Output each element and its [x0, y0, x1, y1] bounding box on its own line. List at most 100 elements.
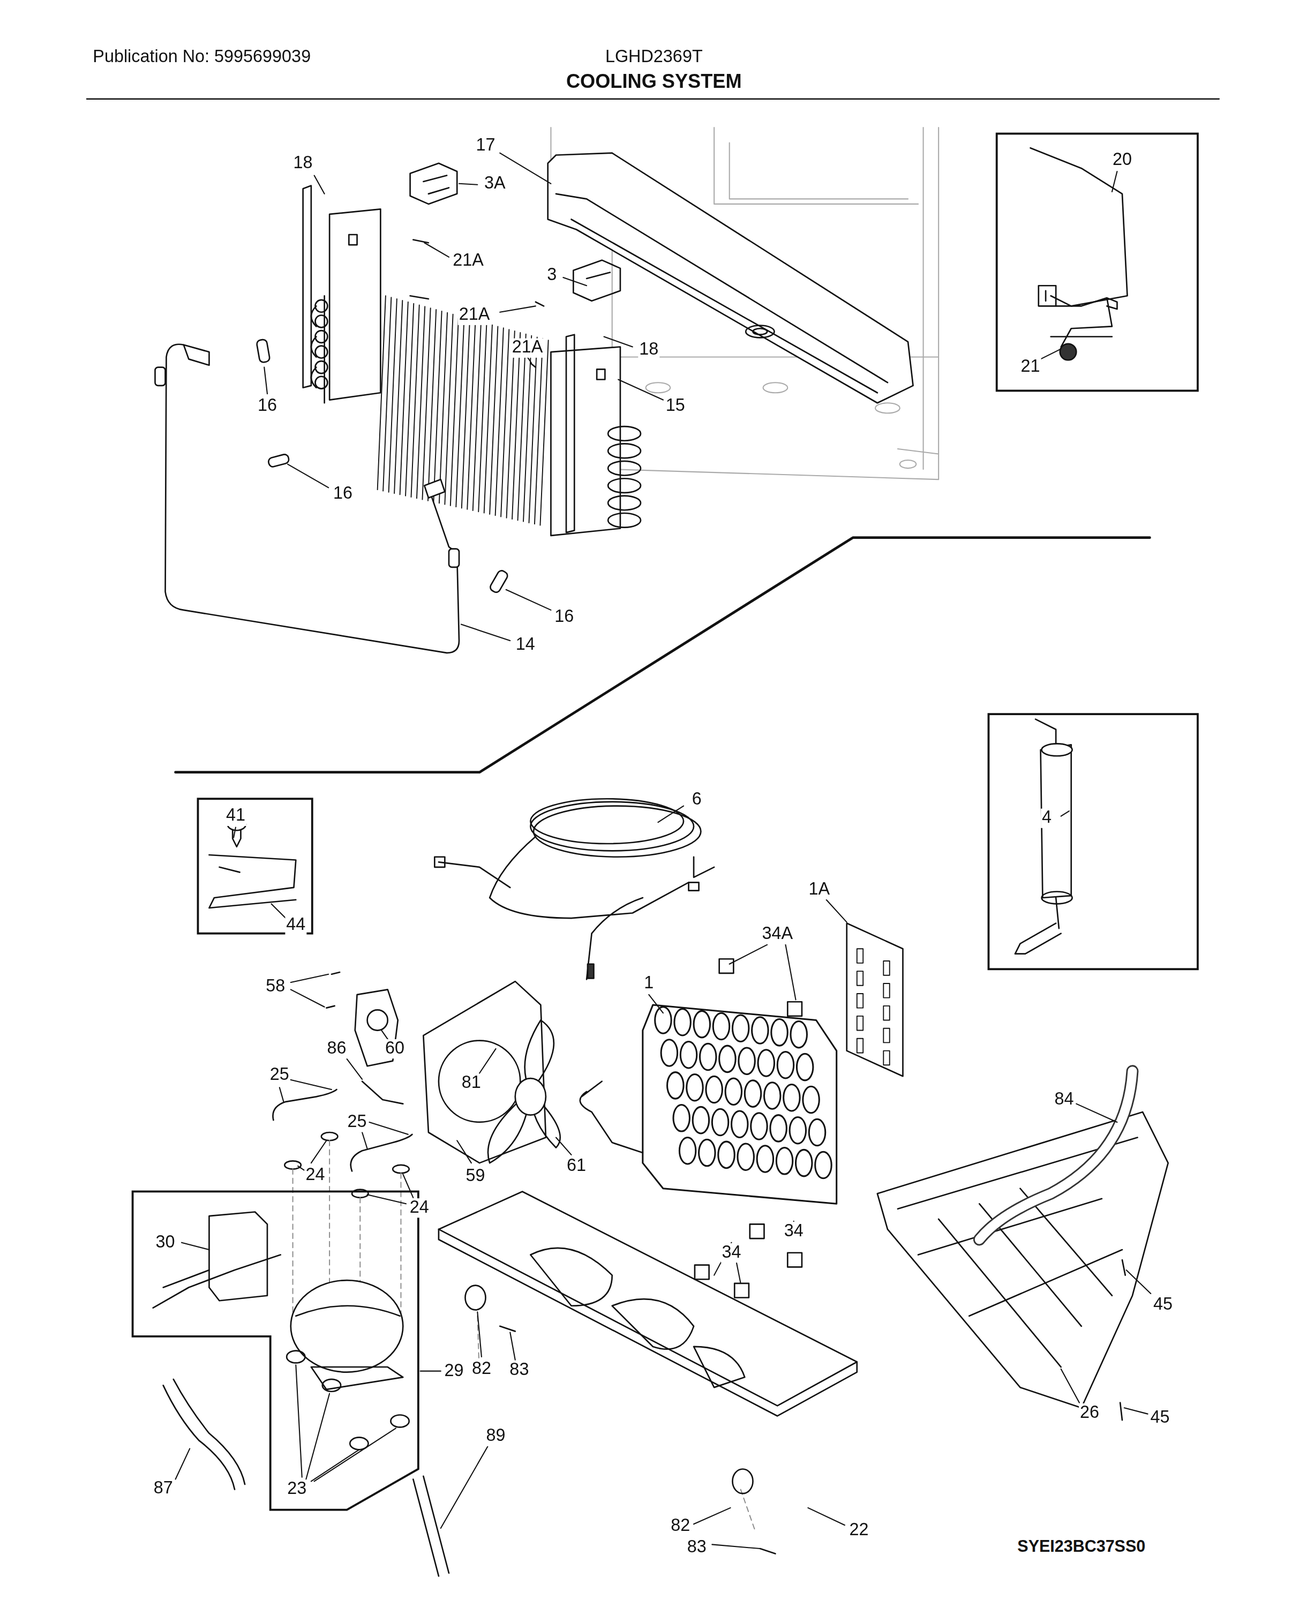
- condenser-loop: [699, 1043, 716, 1071]
- condenser-outline: [642, 1004, 837, 1204]
- callout-number: 83: [508, 1360, 530, 1380]
- callout-number: 3: [545, 265, 558, 285]
- leader-line: [1061, 1369, 1080, 1403]
- callout-number: 83: [686, 1537, 708, 1558]
- condenser-loop: [790, 1020, 807, 1048]
- leader-line: [287, 464, 329, 488]
- condenser-loop: [789, 1116, 806, 1144]
- callout-number: 25: [268, 1065, 291, 1086]
- inset-border: [996, 133, 1198, 391]
- plate-slot: [857, 993, 863, 1009]
- condenser-loop: [751, 1113, 768, 1140]
- condenser-loop: [796, 1149, 813, 1177]
- plate-slot: [883, 1050, 890, 1066]
- callout-number: 15: [664, 396, 687, 416]
- callout-number: 16: [553, 607, 575, 627]
- condenser-loop: [763, 1082, 780, 1110]
- callout-number: 30: [154, 1233, 177, 1253]
- condenser-loop: [796, 1053, 813, 1081]
- callout-number: 20: [1111, 150, 1133, 170]
- leader-line: [618, 379, 664, 400]
- callout-number: 29: [443, 1361, 465, 1381]
- callout-number: 21A: [457, 305, 491, 326]
- leader-line: [527, 357, 532, 364]
- condenser-loop: [776, 1147, 793, 1175]
- leader-line: [1040, 348, 1062, 359]
- header-text: Publication No: 5995699039: [91, 47, 312, 67]
- condenser-loop: [737, 1143, 754, 1171]
- leader-line: [826, 899, 847, 923]
- condenser-loop: [777, 1052, 794, 1079]
- inset-outline: [995, 132, 1199, 393]
- leader-line: [369, 1122, 408, 1135]
- evaporator-coil: [607, 496, 641, 511]
- leader-line: [290, 974, 329, 983]
- leader-line: [311, 1449, 360, 1482]
- condenser-loop: [667, 1072, 684, 1100]
- leader-line: [729, 944, 768, 965]
- callout-number: 18: [637, 340, 660, 360]
- condenser-loop: [679, 1137, 696, 1165]
- plate-slot: [883, 960, 890, 976]
- callout-number: 1: [642, 973, 655, 994]
- inset-border: [197, 798, 312, 934]
- leader-line: [367, 1194, 407, 1204]
- callout-number: 41: [224, 806, 247, 827]
- callout-number: 81: [460, 1074, 483, 1094]
- condenser-loop: [802, 1086, 820, 1114]
- condenser-loop: [752, 1017, 769, 1045]
- condenser-loop: [770, 1115, 787, 1143]
- leader-line: [402, 1174, 414, 1198]
- condenser-loop: [731, 1110, 748, 1138]
- leader-line: [499, 153, 551, 184]
- evaporator-coil: [314, 299, 328, 313]
- leader-line: [648, 994, 664, 1013]
- leader-line: [181, 1242, 209, 1250]
- callout-number: 1A: [807, 880, 831, 900]
- condenser-loop: [771, 1019, 788, 1047]
- leader-line: [1076, 1104, 1117, 1123]
- inset-border: [132, 1191, 419, 1510]
- inset-outline: [197, 797, 314, 935]
- evaporator-coil: [607, 426, 641, 441]
- callout-number: 16: [256, 396, 279, 416]
- callout-number: 34A: [761, 925, 794, 945]
- condenser-loop: [711, 1108, 728, 1136]
- evaporator-coil: [607, 513, 641, 528]
- leader-line: [736, 1263, 741, 1284]
- leader-line: [456, 1140, 472, 1163]
- evaporator-coil: [314, 346, 328, 359]
- leader-line: [175, 1448, 191, 1479]
- callout-number: 89: [485, 1427, 507, 1447]
- callout-number: 86: [326, 1039, 348, 1059]
- condenser-loop: [725, 1078, 742, 1106]
- evaporator-coil: [607, 478, 641, 493]
- header-text: LGHD2369T: [604, 47, 704, 67]
- callout-number: 4: [1040, 808, 1053, 829]
- callout-number: 23: [286, 1480, 308, 1500]
- callout-number: 26: [1078, 1403, 1101, 1423]
- condenser-loop: [732, 1015, 749, 1042]
- callout-number: 58: [264, 977, 287, 997]
- leader-line: [314, 175, 325, 194]
- leader-line: [1126, 1270, 1152, 1294]
- condenser-loop: [815, 1151, 832, 1179]
- evaporator-fin: [539, 340, 548, 525]
- page-title: COOLING SYSTEM: [566, 70, 742, 93]
- callout-number: 16: [332, 484, 354, 504]
- callout-number: 25: [346, 1112, 369, 1132]
- leader-line: [477, 1311, 482, 1357]
- inset-box: 4: [987, 712, 1199, 971]
- callout-number: 21A: [511, 338, 544, 358]
- condenser-loop: [661, 1039, 678, 1067]
- leader-line: [264, 367, 268, 395]
- callout-number: 24: [408, 1198, 431, 1218]
- condenser-loop: [680, 1041, 697, 1069]
- leader-line: [562, 277, 587, 286]
- evaporator-coil: [607, 443, 641, 458]
- leader-line: [479, 1048, 496, 1074]
- condenser-loop: [693, 1010, 710, 1038]
- condenser-loop: [692, 1106, 709, 1134]
- leader-line: [424, 242, 449, 258]
- condenser-loop: [808, 1119, 825, 1146]
